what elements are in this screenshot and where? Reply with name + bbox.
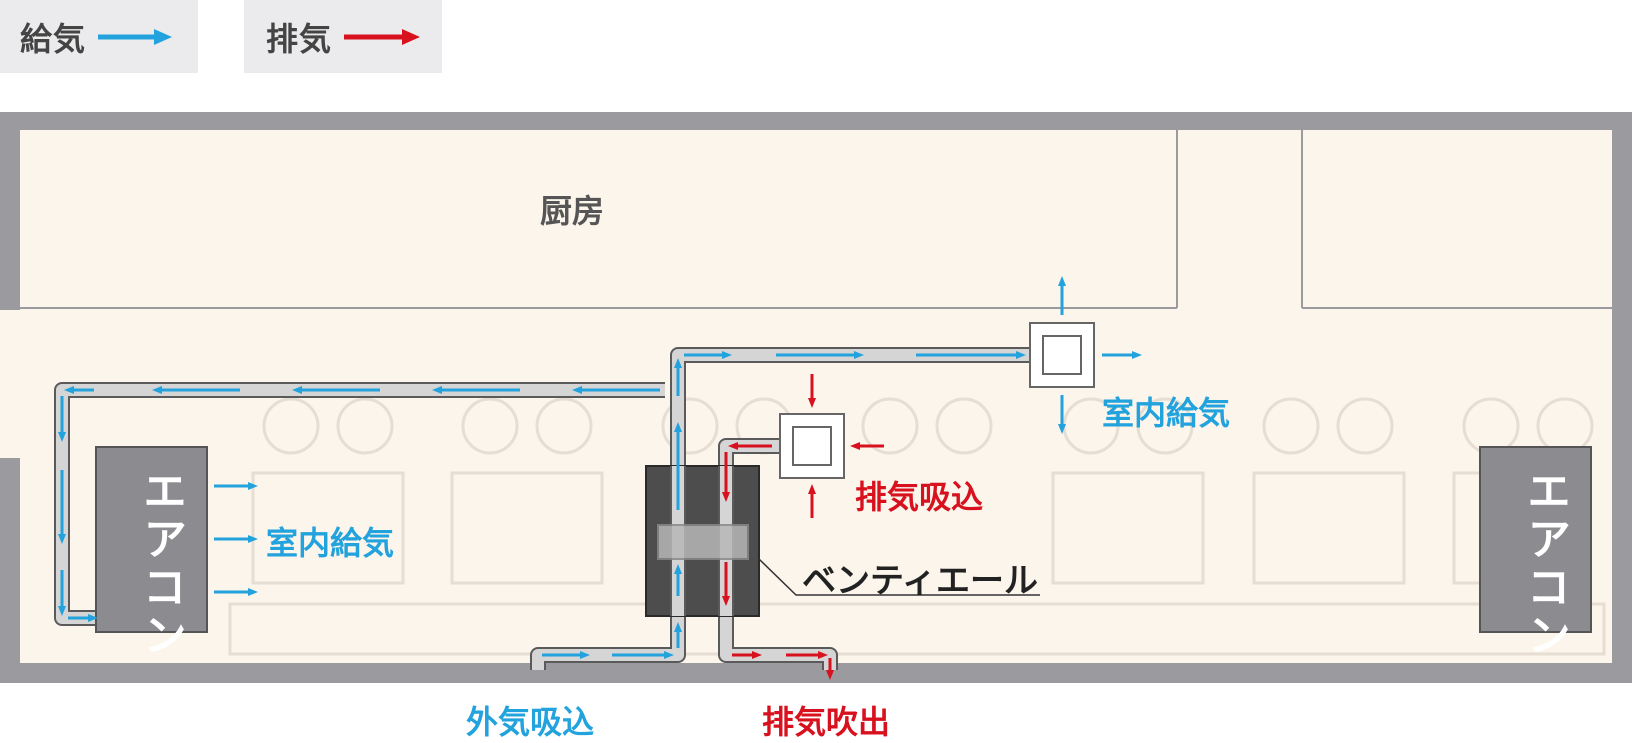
- chair: [861, 397, 919, 455]
- chair: [935, 397, 993, 455]
- supply-flow-arrows: [58, 276, 1142, 659]
- kitchen-label: 厨房: [540, 192, 605, 230]
- table: [251, 471, 405, 585]
- table: [1051, 471, 1205, 585]
- ventilator-leader-line: [758, 558, 1040, 596]
- chair: [1136, 397, 1194, 455]
- duct-shaft: [545, 663, 835, 683]
- legend-exhaust-label: 排気: [266, 19, 333, 58]
- chair: [461, 397, 519, 455]
- left-opening: [0, 310, 20, 458]
- legend-supply-label: 給気: [20, 19, 87, 58]
- counter: [228, 602, 1606, 656]
- aircon-right-label: エアコン: [1519, 468, 1570, 660]
- chair: [1336, 397, 1394, 455]
- exhaust-outlet-label: 排気吹出: [762, 703, 891, 741]
- outside-intake-label: 外気吸込: [466, 703, 595, 741]
- exhaust-flow-arrows: [722, 374, 884, 680]
- legend-exhaust: 排気: [244, 0, 442, 73]
- supply-diffuser: [1029, 322, 1095, 388]
- ventilator-label: ベンティエール: [802, 561, 1038, 601]
- chair: [661, 397, 719, 455]
- chair: [336, 397, 394, 455]
- aircon-right-unit: [1479, 446, 1592, 633]
- heat-exchanger-core: [657, 524, 749, 560]
- table: [1252, 471, 1406, 585]
- chair: [262, 397, 320, 455]
- exhaust-intake-label: 排気吸込: [855, 478, 984, 516]
- aircon-left-unit: [95, 446, 208, 633]
- indoor-supply-right-label: 室内給気: [1102, 394, 1231, 432]
- chair: [1262, 397, 1320, 455]
- legend-supply: 給気: [0, 0, 198, 73]
- indoor-supply-left-label: 室内給気: [266, 524, 395, 562]
- chair: [535, 397, 593, 455]
- exhaust-arrow-icon: [344, 28, 421, 45]
- supply-arrow-icon: [98, 28, 173, 45]
- table: [450, 471, 604, 585]
- aircon-left-label: エアコン: [135, 468, 186, 660]
- exhaust-grille: [779, 413, 845, 479]
